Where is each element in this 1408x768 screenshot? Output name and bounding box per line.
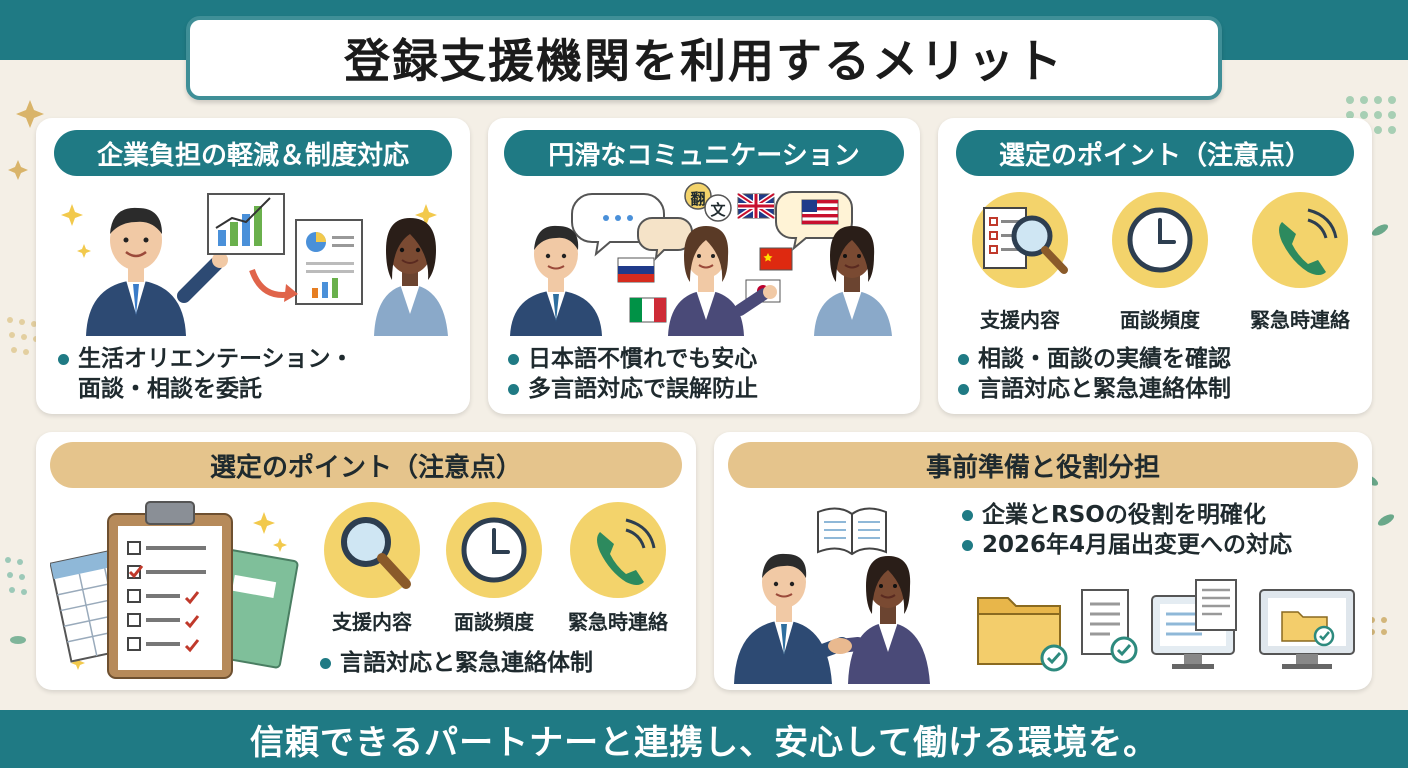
folder-check-icon bbox=[977, 597, 1068, 672]
translate-glyph: 文 bbox=[710, 201, 726, 219]
icon-label: 支援内容 bbox=[980, 308, 1060, 332]
magnifier-checklist-icon bbox=[972, 192, 1068, 288]
list-item: 言語対応と緊急連絡体制 bbox=[318, 648, 593, 678]
icon-label: 面談頻度 bbox=[1120, 308, 1200, 332]
translate-glyph: 翻 bbox=[690, 190, 706, 208]
icon-label: 支援内容 bbox=[332, 610, 412, 634]
clock-icon bbox=[1112, 192, 1208, 288]
list-item: 言語対応と緊急連絡体制 bbox=[956, 374, 1231, 404]
panel-preparation-bullets: 企業とRSOの役割を明確化 2026年4月届出変更への対応 bbox=[960, 500, 1292, 560]
document-check-icon bbox=[1081, 589, 1138, 664]
multilingual-conversation-illustration bbox=[510, 182, 892, 336]
us-flag-icon bbox=[801, 199, 839, 225]
list-item: 多言語対応で誤解防止 bbox=[506, 374, 758, 404]
phone-icon bbox=[570, 502, 666, 598]
panel-selection-bottom: 選定のポイント（注意点） bbox=[36, 432, 696, 690]
page-title: 登録支援機関を利用するメリット bbox=[344, 34, 1064, 88]
selection-icons-row bbox=[324, 502, 666, 598]
panel-selection-bottom-bullets: 言語対応と緊急連絡体制 bbox=[318, 648, 593, 678]
panel-communication-bullets: 日本語不慣れでも安心 多言語対応で誤解防止 bbox=[506, 344, 758, 404]
list-item: 相談・面談の実績を確認 bbox=[956, 344, 1231, 374]
laptop-folder-icon bbox=[1259, 589, 1355, 669]
russia-flag-icon bbox=[617, 257, 655, 283]
panel-selection-bottom-heading: 選定のポイント（注意点） bbox=[50, 442, 682, 488]
panel-selection-top-bullets: 相談・面談の実績を確認 言語対応と緊急連絡体制 bbox=[956, 344, 1231, 404]
panel-selection-top-heading: 選定のポイント（注意点） bbox=[956, 130, 1354, 176]
open-book-icon bbox=[817, 507, 887, 556]
panel-burden-heading: 企業負担の軽減＆制度対応 bbox=[54, 130, 452, 176]
monitor-icon bbox=[1151, 579, 1237, 669]
handshake-illustration bbox=[734, 507, 930, 684]
clock-icon bbox=[446, 502, 542, 598]
china-flag-icon bbox=[759, 247, 793, 271]
italy-flag-icon bbox=[629, 297, 667, 323]
icon-label: 緊急時連絡 bbox=[568, 610, 668, 634]
list-item: 2026年4月届出変更への対応 bbox=[960, 530, 1292, 560]
phone-icon bbox=[1252, 192, 1348, 288]
footer-banner: 信頼できるパートナーと連携し、安心して働ける環境を。 bbox=[0, 710, 1408, 768]
icon-label: 面談頻度 bbox=[454, 610, 534, 634]
list-item: 生活オリエンテーション・ bbox=[56, 344, 354, 374]
list-item: 面談・相談を委託 bbox=[78, 376, 262, 402]
panel-preparation-heading: 事前準備と役割分担 bbox=[728, 442, 1358, 488]
panel-selection-top: 選定のポイント（注意点） 支援内容 面談頻度 緊急時連絡 相談・面談の実績を確認… bbox=[938, 118, 1372, 414]
panel-preparation: 事前準備と役割分担 企業とRSOの役割を明確化 2026年4月届出変更への対応 bbox=[714, 432, 1372, 690]
uk-flag-icon bbox=[736, 191, 776, 221]
panel-burden-bullets: 生活オリエンテーション・ 面談・相談を委託 bbox=[56, 344, 354, 404]
panel-communication-heading: 円滑なコミュニケーション bbox=[504, 130, 904, 176]
clipboard-checklist-illustration bbox=[50, 501, 299, 679]
panel-burden: 企業負担の軽減＆制度対応 bbox=[36, 118, 470, 414]
icon-label: 緊急時連絡 bbox=[1250, 308, 1350, 332]
magnifier-icon bbox=[324, 502, 420, 598]
footer-message: 信頼できるパートナーと連携し、安心して働ける環境を。 bbox=[249, 722, 1159, 763]
list-item: 日本語不慣れでも安心 bbox=[506, 344, 758, 374]
consultant-presenting-illustration bbox=[61, 193, 448, 336]
list-item: 企業とRSOの役割を明確化 bbox=[960, 500, 1292, 530]
panel-communication: 円滑なコミュニケーション bbox=[488, 118, 920, 414]
documents-devices-row bbox=[977, 579, 1355, 672]
title-banner: 登録支援機関を利用するメリット bbox=[186, 16, 1222, 100]
selection-icons-row bbox=[972, 192, 1348, 288]
